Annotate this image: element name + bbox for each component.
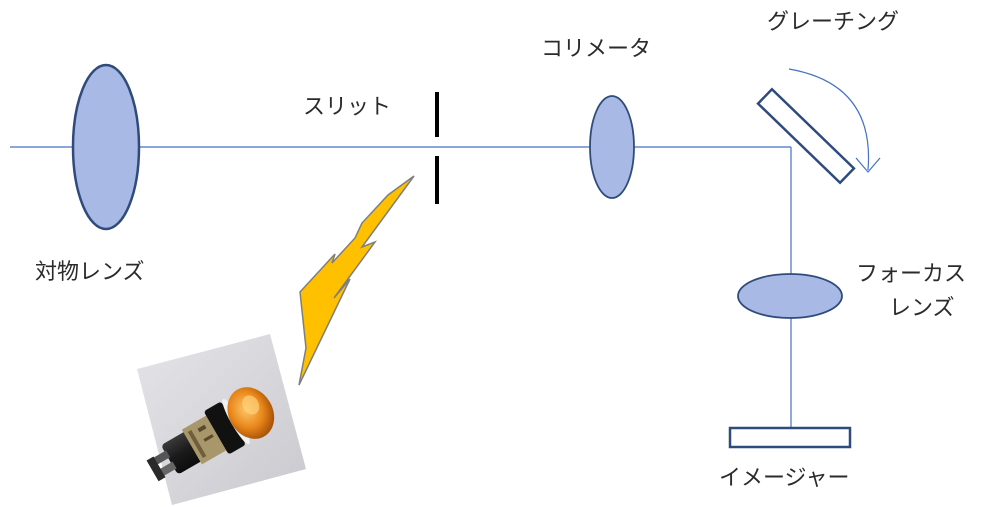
collimator-label: コリメータ	[541, 37, 652, 62]
objective-lens-label: 対物レンズ	[35, 260, 145, 285]
rotation-arrowhead-icon	[855, 157, 881, 173]
imager-label: イメージャー	[719, 466, 850, 491]
lightning-bolt-icon	[298, 175, 415, 386]
slit-label: スリット	[303, 95, 392, 120]
focus-lens-label-line2: レンズ	[889, 296, 955, 321]
focus-lens-label-line1: フォーカス	[856, 262, 967, 287]
collimator-lens	[589, 95, 635, 199]
imager	[728, 426, 852, 449]
focus-lens	[737, 273, 843, 319]
lamp-photo	[137, 334, 306, 505]
grating	[756, 87, 856, 185]
grating-label: グレーチング	[767, 10, 900, 35]
objective-lens	[71, 63, 141, 231]
rotation-arrow-icon	[788, 68, 870, 171]
